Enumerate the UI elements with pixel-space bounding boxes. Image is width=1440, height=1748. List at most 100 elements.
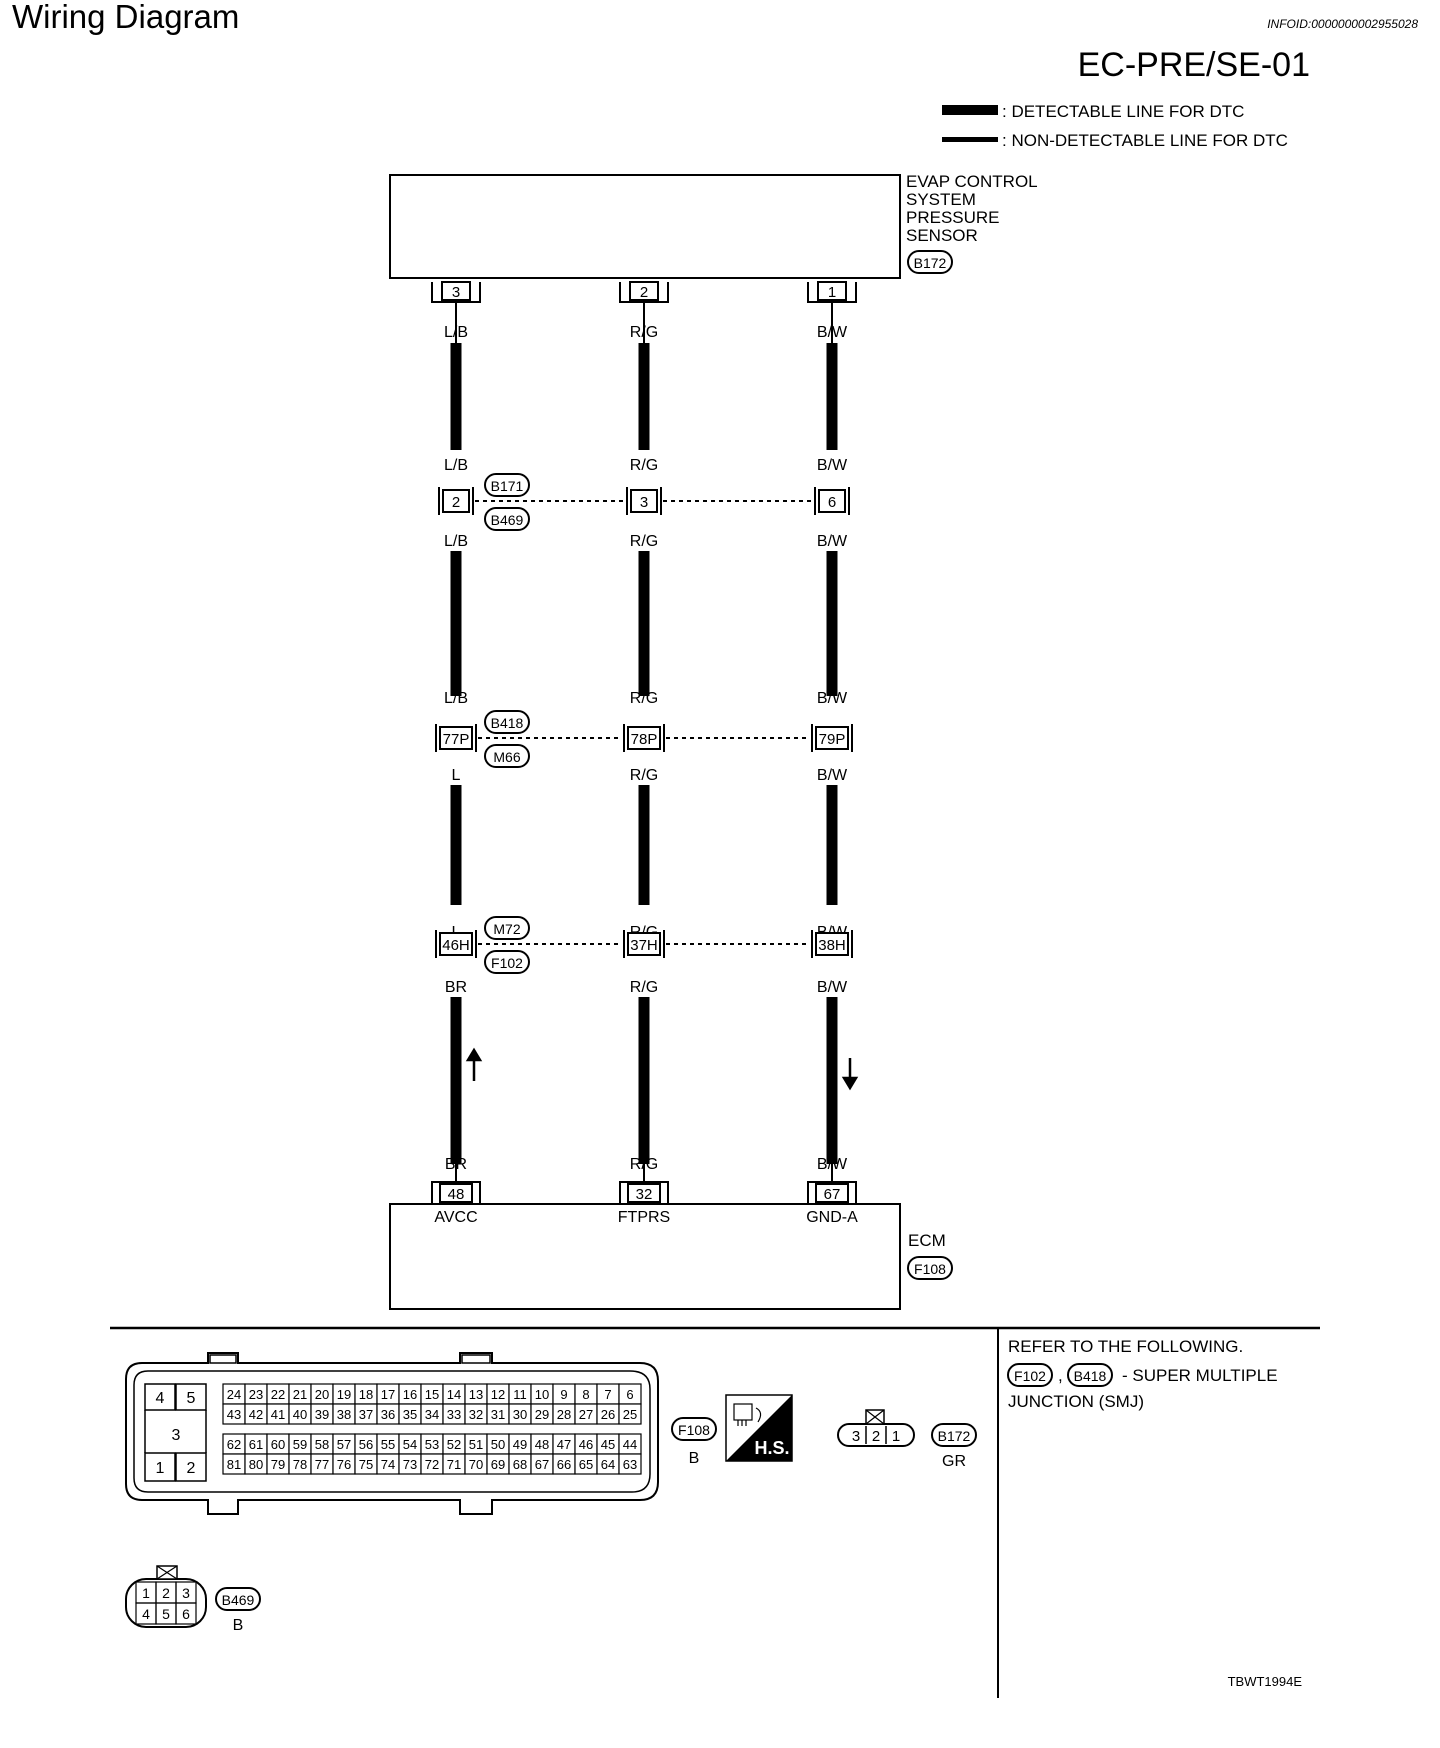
junction-3-pin-1-box (439, 932, 473, 956)
junction-2-connector-top-label: B418 (491, 715, 524, 731)
junction-1-pin-2-label: 3 (640, 494, 648, 511)
wire-1-color-bottom-1: L/B (444, 457, 468, 474)
f108-pin-31-label: 31 (491, 1407, 505, 1422)
junction-1-pin-3-box (818, 489, 846, 513)
sensor-box (389, 174, 901, 279)
ecm-terminal-48-name: AVCC (434, 1209, 477, 1226)
sensor-pin-2-box (629, 281, 659, 301)
f108-cell-4-label: 4 (156, 1390, 165, 1407)
f108-cell-1 (144, 1452, 176, 1482)
legend-thin-line-swatch (942, 137, 998, 142)
sensor-pin-2-label: 2 (640, 284, 648, 301)
f108-pin-49-label: 49 (513, 1437, 527, 1452)
ecm-pin-48-bracket (431, 1181, 481, 1203)
refer-connector-f102: F102 (1014, 1368, 1046, 1384)
f108-pin-78-label: 78 (293, 1457, 307, 1472)
junction-2-pin-3-box (815, 726, 849, 750)
info-id: INFOID:0000000002955028 (1267, 17, 1418, 31)
legend-thick-line-swatch (942, 105, 998, 115)
b172-pin-3: 3 (852, 1428, 860, 1445)
f108-pin-39-label: 39 (315, 1407, 329, 1422)
sensor-pin-2-bracket (619, 282, 669, 303)
b469-pin-5: 5 (162, 1606, 170, 1622)
f108-pin-71-label: 71 (447, 1457, 461, 1472)
refer-f102-pill (1007, 1363, 1053, 1387)
f108-pin-56-label: 56 (359, 1437, 373, 1452)
junction-3-connector-bottom-label: F102 (491, 955, 523, 971)
f108-pin-19-label: 19 (337, 1387, 351, 1402)
diagram-code: EC-PRE/SE-01 (1078, 46, 1310, 84)
wire-2-color-top-3: R/G (630, 767, 658, 784)
junction-3-connector-top-pill (484, 916, 530, 940)
f108-pin-10-label: 10 (535, 1387, 549, 1402)
junction-2-pin-1-box (439, 726, 473, 750)
wire-1-color-top-2: L/B (444, 533, 468, 550)
ecm-terminal-67-name: GND-A (806, 1209, 858, 1226)
wire-2-segment-4 (638, 997, 650, 1164)
f108-pin-52-label: 52 (447, 1437, 461, 1452)
f108-pin-25 (618, 1403, 642, 1425)
sensor-connector-id: B172 (914, 255, 947, 271)
wire-1-segment-4 (450, 997, 462, 1164)
junction-3-pin-2-box (627, 932, 661, 956)
b469-pin-1: 1 (142, 1585, 150, 1601)
junction-3-pin-3-box (815, 932, 849, 956)
f108-pin-75-label: 75 (359, 1457, 373, 1472)
ecm-name: ECM (908, 1231, 946, 1250)
wire-1-color-bottom-2: L/B (444, 690, 468, 707)
f108-pin-51-label: 51 (469, 1437, 483, 1452)
refer-separator: , (1058, 1366, 1063, 1385)
wire-2-segment-1 (638, 343, 650, 450)
f108-pin-77-label: 77 (315, 1457, 329, 1472)
f108-cell-3-outline (144, 1410, 207, 1453)
f108-pin-63 (618, 1453, 642, 1475)
f108-pin-15-label: 15 (425, 1387, 439, 1402)
refer-note: REFER TO THE FOLLOWING. F102 , B418 - SU… (1007, 1337, 1278, 1411)
f108-pin-74-label: 74 (381, 1457, 395, 1472)
ecm-pin-67-label: 67 (824, 1186, 841, 1203)
b469-pin-3: 3 (182, 1585, 190, 1601)
legend-non-detectable-label: : NON-DETECTABLE LINE FOR DTC (1002, 131, 1288, 150)
wire-3-segment-2 (826, 551, 838, 696)
wire-3-color-top-3: B/W (817, 767, 848, 784)
f108-pin-42-label: 42 (249, 1407, 263, 1422)
figure-code: TBWT1994E (1228, 1674, 1303, 1689)
f108-pin-14-label: 14 (447, 1387, 461, 1402)
f108-pin-7-label: 7 (604, 1387, 611, 1402)
f108-pin-40-label: 40 (293, 1407, 307, 1422)
b172-pin-2: 2 (872, 1428, 880, 1445)
harness-side-icon (733, 1403, 762, 1426)
wire-1-segment-1 (450, 343, 462, 450)
f108-pin-9-label: 9 (560, 1387, 567, 1402)
f108-pin-76-label: 76 (337, 1457, 351, 1472)
b172-connector-color: GR (942, 1453, 966, 1470)
f108-pin-25-label: 25 (623, 1407, 637, 1422)
f108-pin-65-label: 65 (579, 1457, 593, 1472)
wire-3-segment-4 (826, 997, 838, 1164)
f108-pin-55-label: 55 (381, 1437, 395, 1452)
junction-1-connector-bottom-label: B469 (491, 512, 524, 528)
sensor-pin-3-bracket (431, 282, 481, 303)
ecm-connector-id: F108 (914, 1261, 946, 1277)
f108-pin-57-label: 57 (337, 1437, 351, 1452)
f108-pin-58-label: 58 (315, 1437, 329, 1452)
f108-pin-37-label: 37 (359, 1407, 373, 1422)
wiring-paths: L/BL/BL/BL/BLLBRBRR/GR/GR/GR/GR/GR/GR/GR… (431, 281, 859, 1226)
wire-2-color-bottom-2: R/G (630, 690, 658, 707)
f108-pin-28-label: 28 (557, 1407, 571, 1422)
junction-3-pin-1-bracket (435, 930, 477, 958)
hs-badge: H.S. (725, 1394, 793, 1462)
f108-pin-59-label: 59 (293, 1437, 307, 1452)
f108-cell-1-label: 1 (156, 1460, 165, 1477)
junction-2-pin-2-label: 78P (631, 731, 658, 748)
f108-pin-73-label: 73 (403, 1457, 417, 1472)
refer-text-line-2: JUNCTION (SMJ) (1008, 1392, 1144, 1411)
f108-cell-2-label: 2 (187, 1460, 196, 1477)
refer-connector-b418: B418 (1074, 1368, 1107, 1384)
f108-pin-81-label: 81 (227, 1457, 241, 1472)
junction-3-connector-top-label: M72 (493, 921, 520, 937)
junction-3-pin-2-label: 37H (630, 937, 658, 954)
junction-3-connector-bottom-pill (484, 950, 530, 974)
